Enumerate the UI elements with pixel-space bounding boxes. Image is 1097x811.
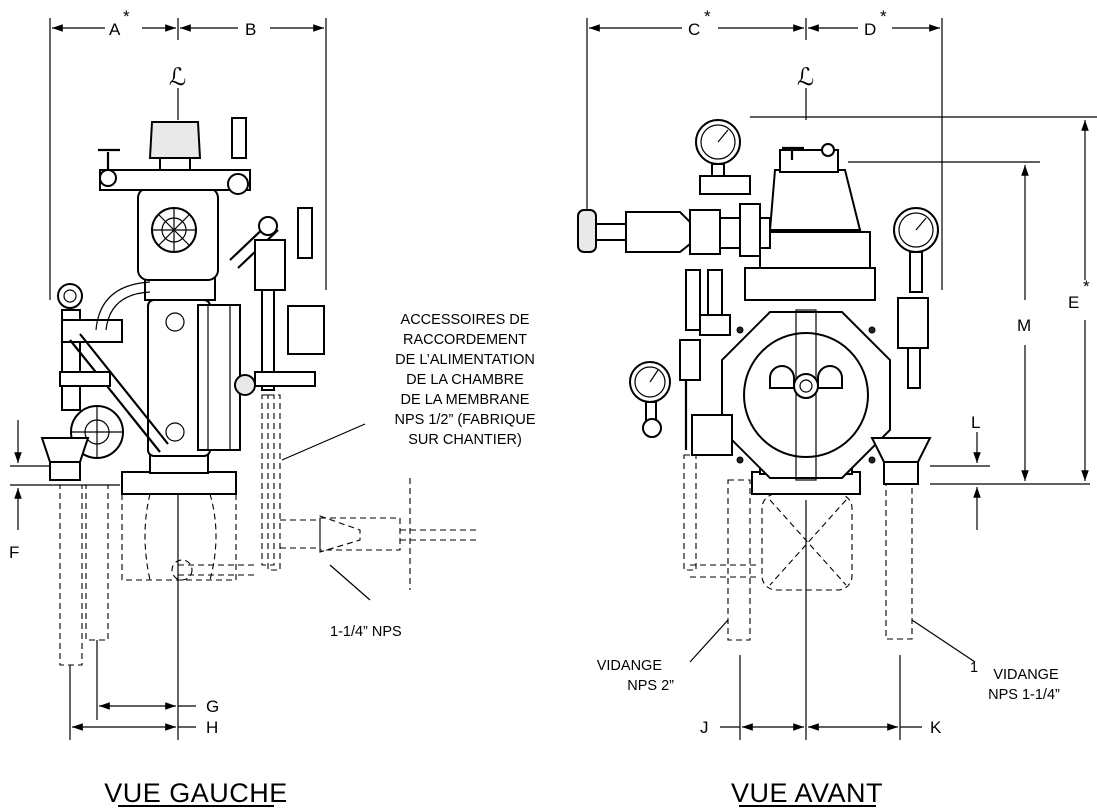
dimension-k-label: K bbox=[930, 718, 942, 737]
dimension-b-label: B bbox=[245, 20, 256, 39]
dimension-g-label: G bbox=[206, 697, 219, 716]
dimension-e-label: E bbox=[1068, 293, 1079, 312]
dimension-d-star: * bbox=[880, 7, 887, 26]
centerline-symbol-front: ℒ bbox=[797, 64, 814, 91]
trim-callout-line: DE L’ALIMENTATION bbox=[395, 352, 535, 368]
front-view-title-text: VUE AVANT bbox=[731, 778, 883, 808]
dimension-e-star: * bbox=[1083, 277, 1090, 296]
drain-right-line-2: NPS 1-1/4” bbox=[988, 687, 1060, 703]
left-view-title-text: VUE GAUCHE bbox=[104, 778, 288, 808]
stray-mark: 1 bbox=[970, 660, 978, 676]
left-view-drawing bbox=[10, 18, 480, 740]
drain-left-line-1: VIDANGE bbox=[597, 658, 663, 674]
dimension-f-label: F bbox=[9, 543, 19, 562]
trim-callout-line: ACCESSOIRES DE bbox=[401, 312, 530, 328]
trim-callout-line: DE LA CHAMBRE bbox=[406, 372, 524, 388]
dimension-d-label: D bbox=[864, 20, 876, 39]
dimension-j-label: J bbox=[700, 718, 709, 737]
trim-callout-line: RACCORDEMENT bbox=[403, 332, 527, 348]
dimension-c-star: * bbox=[704, 7, 711, 26]
trim-callout-line: DE LA MEMBRANE bbox=[401, 392, 530, 408]
trim-callout: ACCESSOIRES DE RACCORDEMENT DE L’ALIMENT… bbox=[394, 312, 535, 448]
dimension-h-label: H bbox=[206, 718, 218, 737]
trim-callout-line: SUR CHANTIER) bbox=[408, 432, 522, 448]
trim-callout-line: NPS 1/2” (FABRIQUE bbox=[394, 412, 535, 428]
front-view-title: VUE AVANT bbox=[731, 778, 883, 808]
dimension-l-label: L bbox=[971, 413, 980, 432]
dimension-c-label: C bbox=[688, 20, 700, 39]
left-view-title: VUE GAUCHE bbox=[104, 778, 288, 808]
dimension-a-star: * bbox=[123, 7, 130, 26]
dimension-a-label: A bbox=[109, 20, 121, 39]
dimension-m-label: M bbox=[1017, 316, 1031, 335]
pipe-size-callout: 1-1/4” NPS bbox=[330, 624, 402, 640]
centerline-symbol-left: ℒ bbox=[169, 64, 186, 91]
drain-right-line-1: VIDANGE bbox=[993, 667, 1059, 683]
front-view-drawing bbox=[577, 18, 1097, 740]
drain-left-line-2: NPS 2” bbox=[627, 678, 674, 694]
